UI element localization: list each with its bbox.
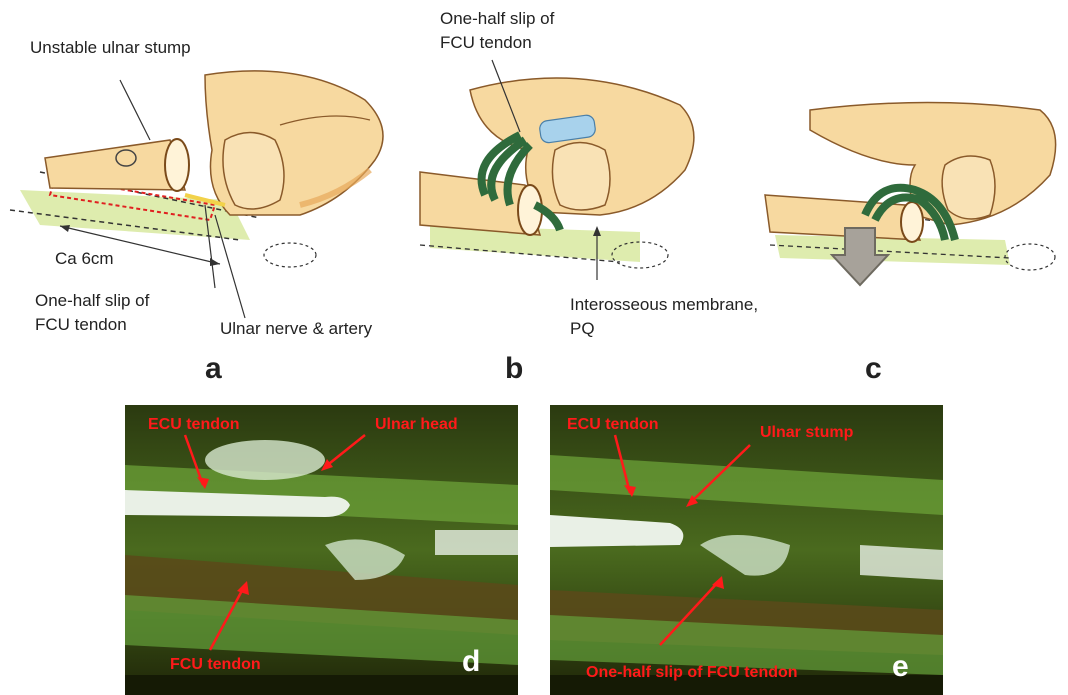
label-e-half-slip: One-half slip of FCU tendon bbox=[586, 664, 798, 682]
panel-letter-b: b bbox=[505, 352, 523, 386]
label-d-ecu: ECU tendon bbox=[148, 416, 240, 434]
label-a-half-slip-1: One-half slip of bbox=[35, 290, 149, 312]
label-b-half-slip-1: One-half slip of bbox=[440, 8, 554, 30]
panel-e-3d-render bbox=[550, 405, 943, 695]
label-e-ecu: ECU tendon bbox=[567, 416, 659, 434]
label-membrane-1: Interosseous membrane, bbox=[570, 294, 758, 316]
label-b-half-slip-2: FCU tendon bbox=[440, 32, 532, 54]
panel-b-drawing bbox=[420, 60, 694, 280]
label-nerve-artery: Ulnar nerve & artery bbox=[220, 318, 372, 340]
panel-c-drawing bbox=[765, 103, 1056, 286]
panel-a-drawing bbox=[10, 71, 383, 318]
arrows-e bbox=[550, 405, 943, 695]
label-membrane-2: PQ bbox=[570, 318, 595, 340]
label-length: Ca 6cm bbox=[55, 248, 114, 270]
panel-letter-c: c bbox=[865, 352, 882, 386]
arrows-d bbox=[125, 405, 518, 695]
label-d-ulnar-head: Ulnar head bbox=[375, 416, 458, 434]
panel-d-3d-render bbox=[125, 405, 518, 695]
panel-letter-e: e bbox=[892, 650, 909, 684]
label-d-fcu: FCU tendon bbox=[170, 656, 261, 674]
label-a-half-slip-2: FCU tendon bbox=[35, 314, 127, 336]
label-unstable-ulnar-stump: Unstable ulnar stump bbox=[30, 37, 191, 59]
label-e-ulnar-stump: Ulnar stump bbox=[760, 424, 853, 442]
panel-letter-d: d bbox=[462, 645, 480, 679]
panel-letter-a: a bbox=[205, 352, 222, 386]
